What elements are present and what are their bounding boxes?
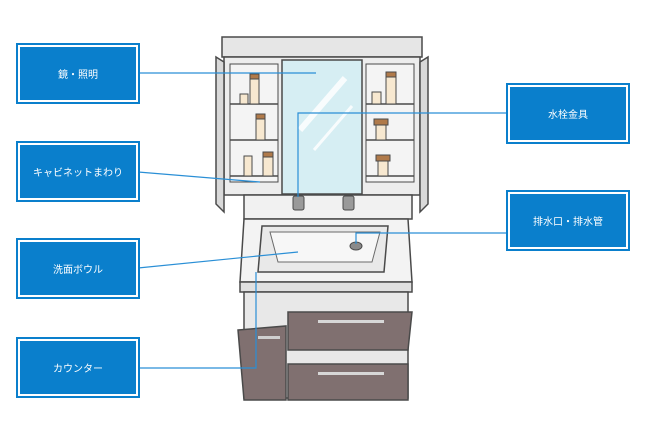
mirror — [281, 59, 363, 195]
cabinet-top-light — [221, 36, 423, 58]
faucet-handles — [292, 195, 355, 211]
left-cabinet-door — [237, 325, 287, 401]
label-drain: 排水口・排水管 — [508, 192, 628, 249]
label-cabinet-shelves: キャビネットまわり — [18, 143, 138, 200]
lower-drawer — [287, 363, 409, 401]
upper-drawer — [287, 311, 413, 351]
label-faucet: 水栓金具 — [508, 85, 628, 142]
leader-lines — [137, 72, 508, 369]
label-washbowl: 洗面ボウル — [18, 240, 138, 297]
right-open-door — [419, 55, 429, 214]
backsplash — [243, 194, 413, 220]
label-counter: カウンター — [18, 339, 138, 396]
label-mirror-lighting: 鏡・照明 — [18, 45, 138, 102]
left-open-door — [215, 55, 225, 214]
toiletry-bottles — [239, 71, 397, 177]
